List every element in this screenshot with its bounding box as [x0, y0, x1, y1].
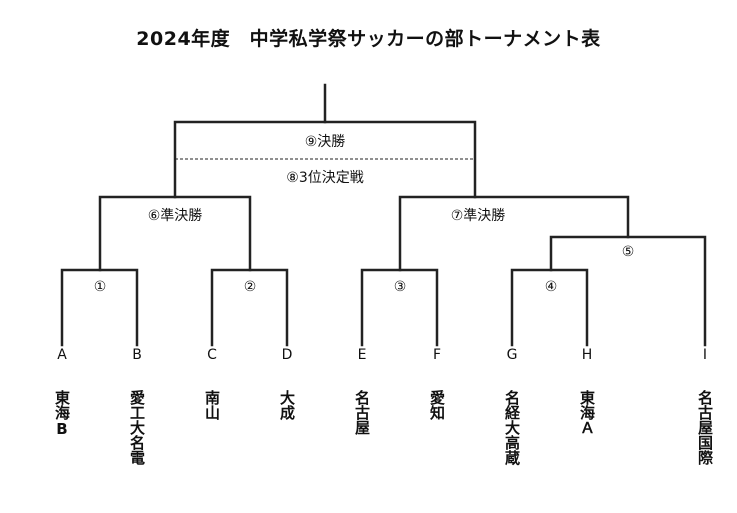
semifinal-6-label: ⑥準決勝 [147, 208, 203, 224]
slot-label: G [506, 347, 518, 363]
team-name: 東海B [53, 390, 71, 438]
match-4-label: ④ [544, 279, 558, 295]
team-name: 愛工大名電 [128, 390, 146, 465]
team-name: 大成 [278, 390, 296, 420]
slot-label: E [357, 347, 367, 363]
match-1-label: ① [93, 279, 107, 295]
team-name: 愛知 [428, 390, 446, 420]
slot-label: D [281, 347, 293, 363]
team-name: 東海Ａ [578, 390, 596, 435]
slot-label: H [581, 347, 593, 363]
semifinal-7-label: ⑦準決勝 [450, 208, 506, 224]
semifinal-7-line [398, 195, 630, 272]
match-4-line [510, 268, 589, 347]
team-name: 名経大高蔵 [503, 390, 521, 465]
final-label: ⑨決勝 [304, 134, 346, 150]
slot-label: F [432, 347, 442, 363]
slot-label: I [702, 347, 708, 363]
match-3-label: ③ [393, 279, 407, 295]
team-name: 南山 [203, 390, 221, 420]
team-name: 名古屋 [353, 390, 371, 435]
page-title: 2024年度 中学私学祭サッカーの部トーナメント表 [136, 28, 601, 50]
slot-label: C [207, 347, 217, 363]
slot-label: B [132, 347, 142, 363]
team-name: 名古屋国際 [696, 390, 714, 465]
third-place-label: ⑧3位決定戦 [286, 170, 364, 186]
match-2-label: ② [243, 279, 257, 295]
slot-label: A [57, 347, 67, 363]
match-5-label: ⑤ [621, 244, 635, 260]
